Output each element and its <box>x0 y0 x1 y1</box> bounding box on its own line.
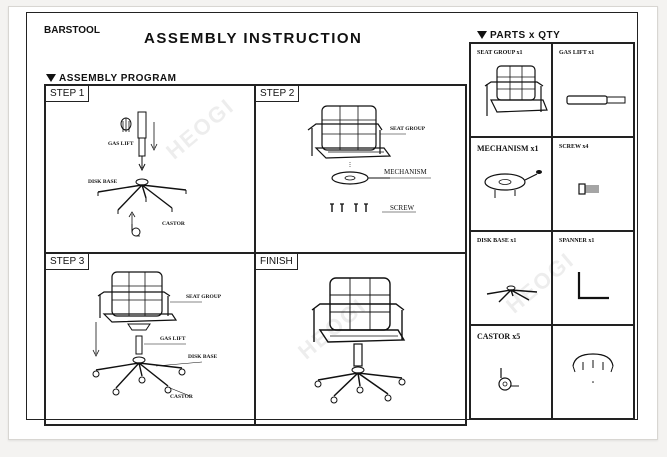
part-base-cover <box>552 325 634 419</box>
part-label: DISK BASE x1 <box>477 238 517 244</box>
step-3-diagram <box>92 271 203 397</box>
assembly-steps-grid: STEP 1 GAS LIFT DISK BASE <box>44 84 467 426</box>
finish-tag: FINISH <box>256 254 298 270</box>
step-2-panel: STEP 2 SEAT GROUP MECHANISM SCR <box>255 85 466 253</box>
part-screw: SCREW x4 <box>552 137 634 231</box>
parts-qty-label: PARTS x QTY <box>490 30 561 41</box>
part-seat-group: SEAT GROUP x1 <box>470 43 552 137</box>
castor-label: CASTOR <box>162 221 185 227</box>
part-label: SPANNER x1 <box>559 238 595 244</box>
step-3-tag: STEP 3 <box>46 254 90 270</box>
part-label: SCREW x4 <box>559 144 589 150</box>
gas-lift-label: GAS LIFT <box>108 141 134 147</box>
sheet-border <box>26 12 638 420</box>
part-spanner: SPANNER x1 <box>552 231 634 325</box>
gas-lift-diagram <box>566 95 626 105</box>
part-disk-base: DISK BASE x1 <box>470 231 552 325</box>
assembly-program-heading: ASSEMBLY PROGRAM <box>46 73 176 84</box>
disk-base-diagram <box>486 285 538 303</box>
part-label: CASTOR x5 <box>477 332 521 341</box>
page-title: ASSEMBLY INSTRUCTION <box>144 30 363 47</box>
step-1-panel: STEP 1 GAS LIFT DISK BASE <box>45 85 255 253</box>
step-1-diagram <box>97 111 187 237</box>
step-2-tag: STEP 2 <box>256 86 300 102</box>
triangle-down-icon <box>46 74 56 82</box>
step-2-diagram <box>307 105 431 213</box>
parts-heading: PARTS x QTY <box>477 30 560 41</box>
finished-chair-diagram <box>311 277 406 404</box>
instruction-sheet <box>8 6 658 440</box>
gas-lift-label: GAS LIFT <box>160 336 186 342</box>
castor-diagram <box>498 368 519 391</box>
assembly-program-label: ASSEMBLY PROGRAM <box>59 73 177 84</box>
seat-group-label: SEAT GROUP <box>390 126 426 132</box>
seat-group-diagram <box>484 65 548 116</box>
disk-base-label: DISK BASE <box>188 354 218 360</box>
disk-base-label: DISK BASE <box>88 179 118 185</box>
parts-grid: SEAT GROUP x1 GAS LIFT x1 MECHANISM x1 S… <box>469 42 635 420</box>
screw-label: SCREW <box>390 204 415 212</box>
spanner-diagram <box>577 272 609 300</box>
castor-label: CASTOR <box>170 394 193 400</box>
part-label: GAS LIFT x1 <box>559 50 595 56</box>
step-3-panel: STEP 3 <box>45 253 255 425</box>
step-1-tag: STEP 1 <box>46 86 90 102</box>
finish-panel: FINISH <box>255 253 466 425</box>
part-gas-lift: GAS LIFT x1 <box>552 43 634 137</box>
part-mechanism: MECHANISM x1 <box>470 137 552 231</box>
mechanism-label: MECHANISM <box>384 168 427 176</box>
mechanism-diagram <box>484 170 542 198</box>
product-name: BARSTOOL <box>44 25 100 36</box>
triangle-down-icon <box>477 31 487 39</box>
part-label: MECHANISM x1 <box>477 144 539 153</box>
screw-diagram <box>578 183 599 195</box>
seat-group-label: SEAT GROUP <box>186 294 222 300</box>
part-label: SEAT GROUP x1 <box>477 50 523 56</box>
base-cover-diagram <box>572 353 614 383</box>
part-castor: CASTOR x5 <box>470 325 552 419</box>
